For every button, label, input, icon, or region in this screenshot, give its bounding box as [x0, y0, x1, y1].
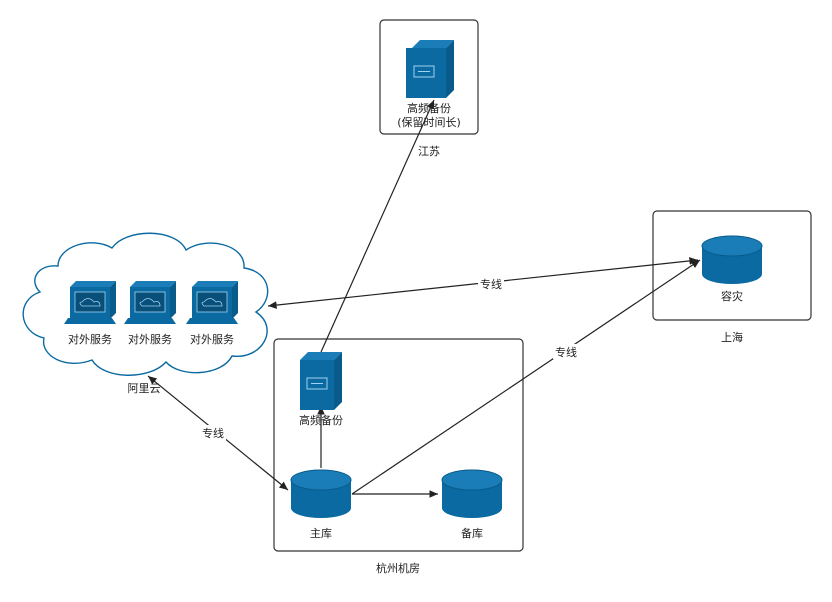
node-service-3[interactable]: 对外服务 [186, 281, 238, 346]
node-label-service-2: 对外服务 [128, 332, 172, 346]
node-disaster-recovery[interactable]: 容灾 [701, 235, 763, 303]
computer-icon [186, 281, 238, 324]
server-icon [300, 352, 342, 410]
node-label-master-db: 主库 [310, 527, 332, 540]
node-label-service-1: 对外服务 [68, 332, 112, 346]
edge-labels: 专线 专线 专线 [200, 276, 579, 440]
edge-label-aliyun-shanghai: 专线 [480, 277, 502, 291]
node-master-db[interactable]: 主库 [290, 469, 352, 540]
node-remote-backup[interactable]: 高频备份 (保留时间长) [397, 40, 461, 129]
region-label-jiangsu: 江苏 [418, 145, 440, 158]
node-label-remote-backup-line1: 高频备份 [407, 101, 451, 115]
computer-icon [64, 281, 116, 324]
node-label-standby-db: 备库 [461, 526, 483, 540]
node-label-local-backup: 高频备份 [299, 413, 343, 427]
server-icon [406, 40, 454, 98]
node-label-remote-backup-line2: (保留时间长) [397, 115, 461, 129]
node-service-1[interactable]: 对外服务 [64, 281, 116, 346]
database-icon [441, 469, 503, 518]
edge-label-master-dr: 专线 [555, 345, 577, 359]
node-label-service-3: 对外服务 [190, 332, 234, 346]
node-standby-db[interactable]: 备库 [441, 469, 503, 540]
database-icon [701, 235, 763, 284]
node-label-disaster-recovery: 容灾 [721, 289, 743, 303]
region-label-aliyun: 阿里云 [128, 382, 161, 395]
region-label-hangzhou: 杭州机房 [376, 561, 420, 575]
node-service-2[interactable]: 对外服务 [124, 281, 176, 346]
database-icon [290, 469, 352, 518]
node-local-backup[interactable]: 高频备份 [299, 352, 343, 427]
region-label-shanghai: 上海 [721, 330, 743, 344]
edge-local-to-remote-backup [320, 99, 435, 353]
edge-label-aliyun-master: 专线 [202, 426, 224, 440]
computer-icon [124, 281, 176, 324]
